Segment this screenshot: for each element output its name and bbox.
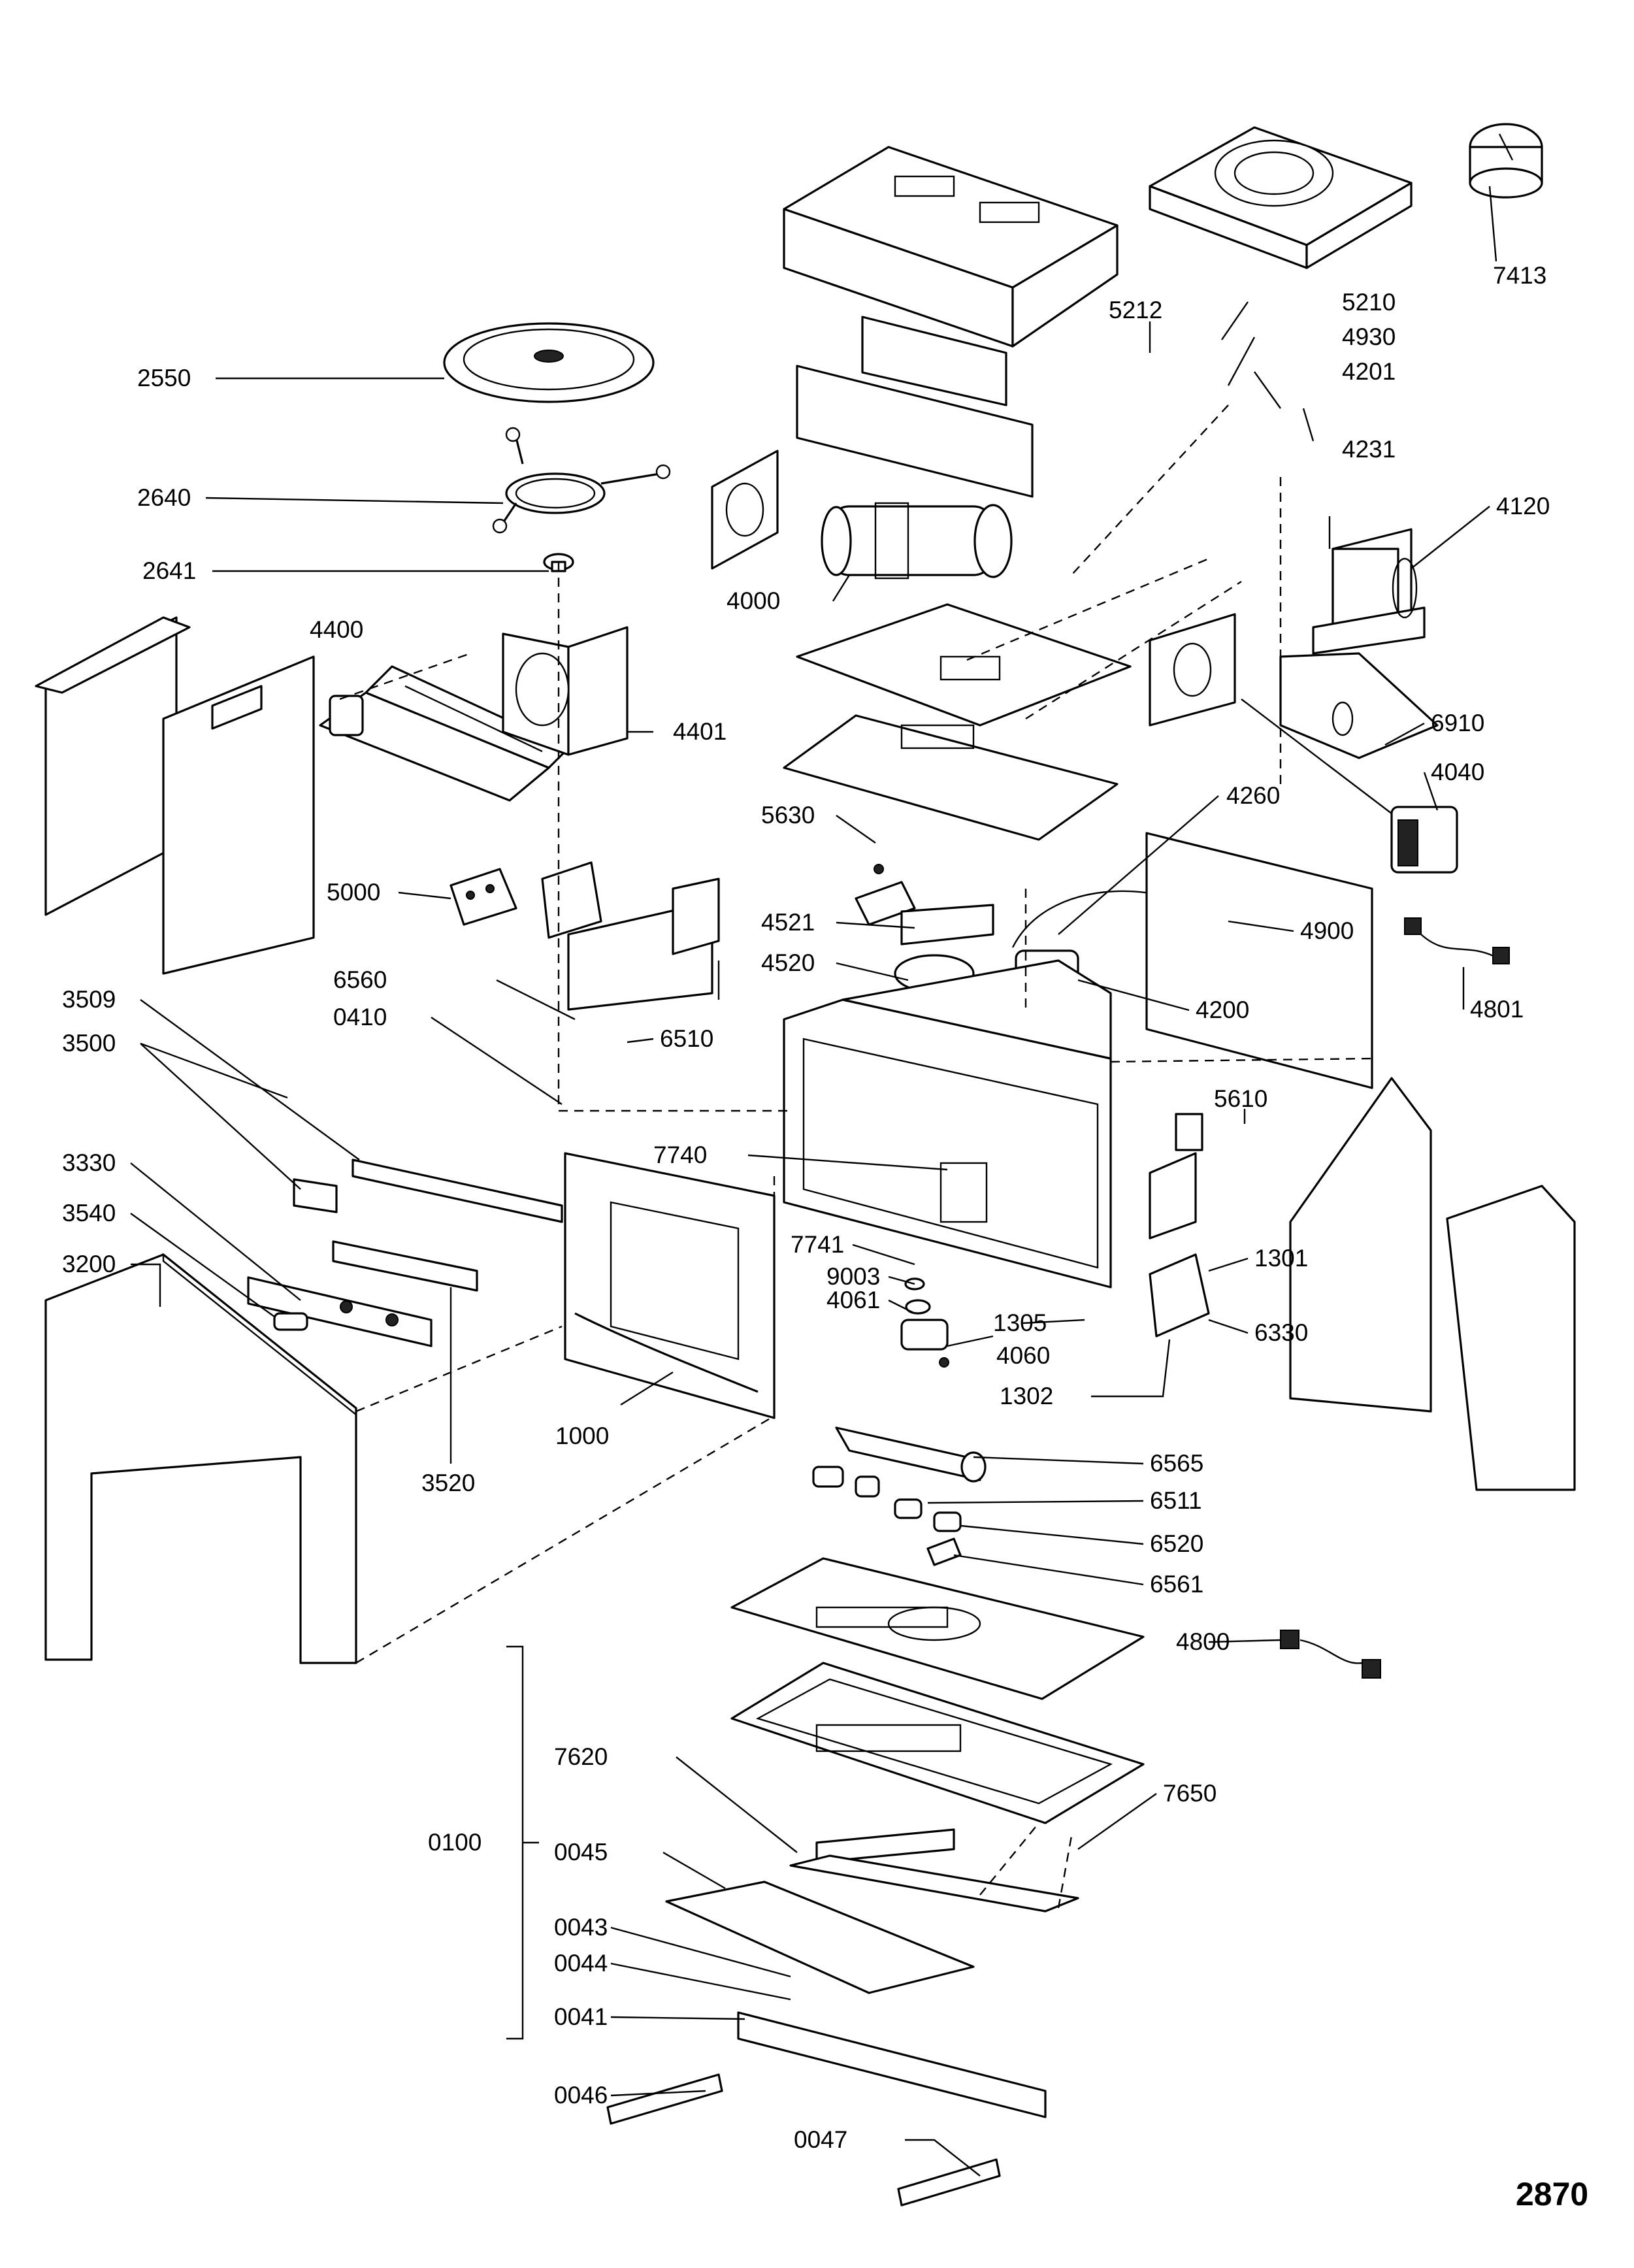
part-5000-board [449, 868, 517, 926]
label-0100: 0100 [428, 1829, 482, 1856]
label-1305: 1305 [993, 1309, 1047, 1336]
part-4060-turntable-motor [900, 1277, 949, 1368]
part-left-side-panels [35, 616, 315, 975]
label-4260: 4260 [1226, 782, 1280, 809]
label-4930: 4930 [1342, 323, 1396, 350]
part-4801-cord [1404, 917, 1510, 964]
part-4000-blower [821, 502, 1013, 580]
label-6511: 6511 [1150, 1487, 1202, 1514]
label-0047: 0047 [794, 2126, 847, 2153]
label-4201: 4201 [1342, 358, 1396, 385]
label-4040: 4040 [1431, 759, 1484, 785]
part-hood-top [1149, 126, 1413, 269]
part-small-fittings [812, 1466, 962, 1566]
label-4521: 4521 [761, 909, 815, 936]
label-6565: 6565 [1150, 1450, 1203, 1477]
part-vent-panels [711, 316, 1034, 570]
page-number: 2870 [1516, 2176, 1588, 2212]
part-top-cover [783, 146, 1119, 348]
part-base-plate [730, 1557, 1145, 1700]
label-2641: 2641 [142, 557, 196, 584]
label-0045: 0045 [554, 1839, 608, 1865]
part-2550-turntable-tray [443, 322, 655, 403]
label-0410: 0410 [333, 1004, 387, 1030]
part-3509-bracket [293, 1159, 563, 1292]
label-0046: 0046 [554, 2082, 608, 2109]
label-4400: 4400 [310, 616, 363, 643]
part-6565-duct [835, 1426, 987, 1483]
label-7740: 7740 [653, 1142, 707, 1168]
label-7741: 7741 [791, 1231, 844, 1258]
label-3540: 3540 [62, 1200, 116, 1226]
label-7620: 7620 [554, 1743, 608, 1770]
part-mid-plates [783, 603, 1132, 841]
label-4120: 4120 [1496, 493, 1550, 519]
label-4800: 4800 [1176, 1628, 1230, 1655]
label-4200: 4200 [1196, 996, 1249, 1023]
label-6520: 6520 [1150, 1530, 1203, 1557]
label-5610: 5610 [1214, 1085, 1267, 1112]
part-rear-panel [1145, 832, 1373, 1089]
label-7650: 7650 [1163, 1780, 1217, 1807]
label-6910: 6910 [1431, 710, 1484, 736]
part-1000-door [564, 1152, 776, 1419]
part-transformer-bracket [1279, 652, 1439, 759]
leader-lines [130, 186, 1497, 2177]
label-3520: 3520 [421, 1470, 475, 1496]
label-5630: 5630 [761, 802, 815, 829]
part-0100-bottom-tray [606, 1662, 1145, 2207]
part-4800-cord [1280, 1630, 1381, 1679]
part-5630-switch [855, 864, 916, 926]
label-6560: 6560 [333, 966, 387, 993]
label-2640: 2640 [137, 484, 191, 511]
label-4000: 4000 [727, 587, 780, 614]
label-1000: 1000 [555, 1422, 609, 1449]
part-side-cover-small [1149, 613, 1236, 727]
label-6330: 6330 [1254, 1319, 1308, 1346]
label-4900: 4900 [1300, 917, 1354, 944]
label-4060: 4060 [996, 1342, 1050, 1369]
part-4120-transformer [1312, 516, 1426, 655]
label-6510: 6510 [660, 1025, 713, 1052]
assembly-dashed-lines [339, 404, 1373, 1909]
part-oven-cavity [783, 959, 1112, 1289]
label-0041: 0041 [554, 2003, 608, 2030]
label-3200: 3200 [62, 1251, 116, 1277]
label-4520: 4520 [761, 949, 815, 976]
label-4401: 4401 [673, 718, 727, 745]
label-2550: 2550 [137, 365, 191, 391]
label-3500: 3500 [62, 1030, 116, 1057]
part-control-harness [541, 861, 720, 1011]
label-0043: 0043 [554, 1914, 608, 1941]
part-2640-roller-ring [492, 427, 671, 534]
label-4061: 4061 [826, 1287, 880, 1313]
part-4400-motor-bracket [319, 665, 570, 802]
part-4040-capacitor [1241, 698, 1458, 874]
label-3330: 3330 [62, 1149, 116, 1176]
label-6561: 6561 [1150, 1571, 1203, 1598]
label-5212: 5212 [1109, 297, 1162, 323]
label-7413: 7413 [1493, 262, 1546, 289]
label-4801: 4801 [1470, 996, 1524, 1023]
part-right-side-panels [1289, 1077, 1576, 1491]
label-1302: 1302 [1000, 1383, 1053, 1409]
label-5000: 5000 [327, 879, 380, 906]
part-3330-control-panel [247, 1276, 433, 1347]
label-0044: 0044 [554, 1950, 608, 1977]
part-interlock-switches [1149, 1113, 1210, 1338]
label-5210: 5210 [1342, 289, 1396, 316]
part-7413-fan-motor [1469, 123, 1543, 199]
label-4231: 4231 [1342, 436, 1396, 463]
label-1301: 1301 [1254, 1245, 1308, 1272]
label-3509: 3509 [62, 986, 116, 1013]
part-4401-cover [502, 626, 629, 756]
part-3200-front-frame [44, 1253, 357, 1664]
label-9003: 9003 [826, 1263, 880, 1290]
part-labels: 7413 5212 5210 4930 4201 4231 2550 2640 … [62, 262, 1550, 2153]
